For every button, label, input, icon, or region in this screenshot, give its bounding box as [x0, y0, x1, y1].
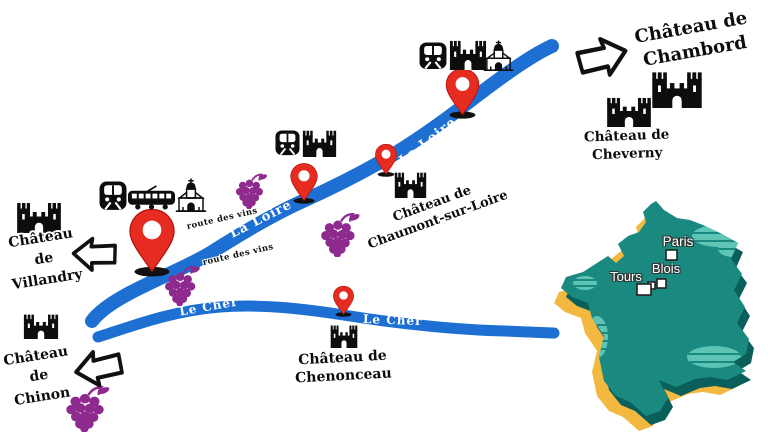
castle-icon-chambord: [652, 72, 702, 108]
cheverny-label: Château de Cheverny: [582, 126, 671, 165]
villandry-label: Château de Villandry: [2, 222, 87, 296]
castle-icon-chenonceau: [330, 325, 358, 348]
castle-icon-chinon: [23, 314, 59, 339]
map-pin-icon-villandry-area: [129, 208, 175, 277]
grapes-icon: [320, 211, 362, 257]
metro-icon: [275, 130, 300, 156]
castle-icon: [302, 130, 337, 157]
grapes-icon: [235, 172, 269, 209]
blois-square-marker: [656, 278, 667, 289]
castle-icon-chaumont: [394, 172, 427, 198]
direction-arrow-icon-chinon: [74, 348, 124, 388]
metro-icon: [419, 42, 447, 70]
tours-square-marker: [636, 283, 652, 296]
paris-city-label: Paris: [662, 234, 694, 249]
france-city-squares: [636, 249, 678, 296]
cher-river-label-east: Le Cher: [362, 312, 423, 329]
castle-icon-cheverny: [607, 97, 651, 127]
church-icon: [175, 178, 207, 212]
cher-river: [92, 300, 560, 343]
paris-square-marker: [665, 249, 678, 261]
metro-icon: [99, 181, 127, 211]
chinon-label: Château de Chinon: [0, 341, 79, 412]
tours-city-label: Tours: [610, 269, 642, 284]
cheverny-label-line2: Cheverny: [591, 144, 663, 164]
chenonceau-label: Château de Chenonceau: [292, 346, 394, 388]
tram-icon: [127, 185, 176, 210]
map-pin-icon-chaumont: [375, 143, 397, 177]
blois-city-label: Blois: [651, 261, 681, 276]
castle-icon: [449, 40, 487, 70]
